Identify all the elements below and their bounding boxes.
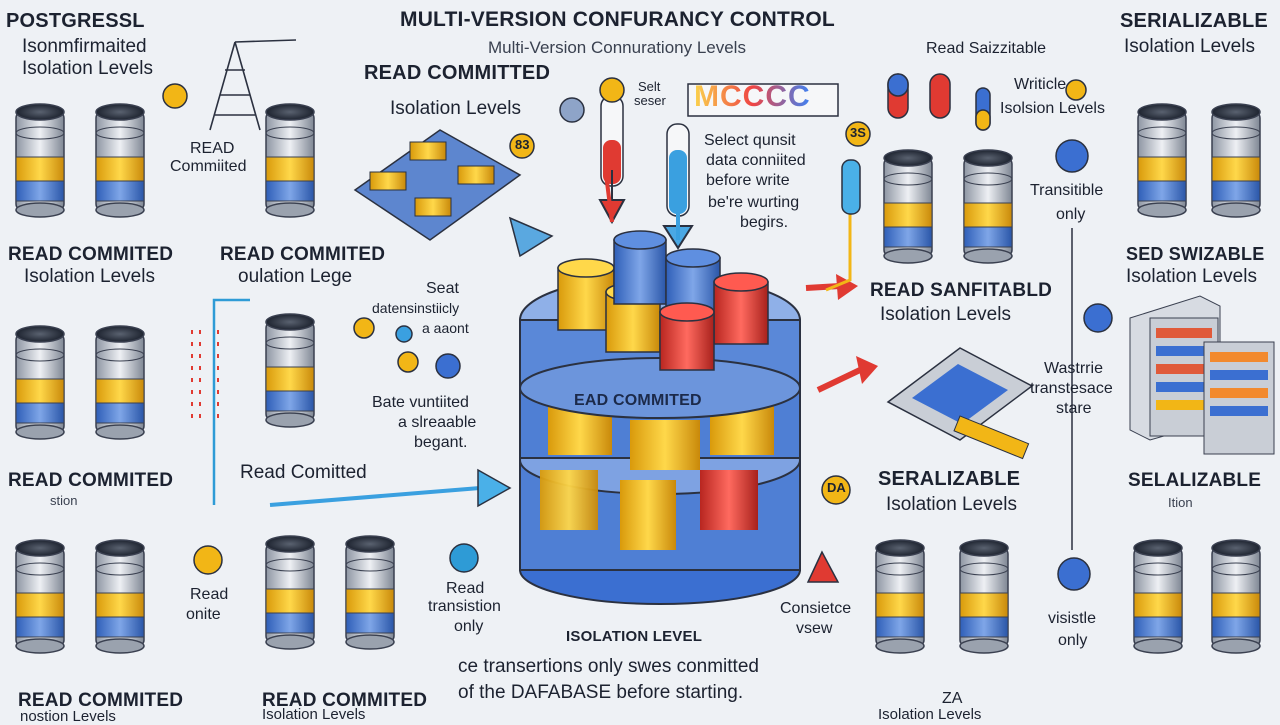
label: datensinstiicly bbox=[372, 300, 460, 316]
label: ZA bbox=[942, 690, 963, 707]
label: oulation Lege bbox=[238, 266, 353, 287]
database-icon bbox=[1133, 539, 1261, 654]
badge-text: 83 bbox=[515, 137, 530, 152]
left-header-sub: Isonmfirmaited bbox=[22, 36, 147, 57]
label: Isolation Levels bbox=[880, 304, 1011, 325]
network-tower-icon bbox=[209, 39, 297, 131]
label: READ COMMITED bbox=[262, 690, 428, 711]
label: only bbox=[1056, 206, 1086, 223]
label: a aaont bbox=[422, 320, 469, 336]
read-label: Read Saizzitable bbox=[926, 40, 1047, 57]
label: SERALIZABLE bbox=[878, 468, 1021, 490]
label: Isolation Levels bbox=[1126, 266, 1257, 287]
label: before write bbox=[706, 172, 790, 189]
label: Consietce bbox=[780, 600, 852, 617]
label: Isolation Levels bbox=[24, 266, 155, 287]
page-title: MULTI-VERSION CONFURANCY CONTROL bbox=[400, 8, 835, 31]
capsule-icons bbox=[841, 73, 991, 215]
label: Wastrrie bbox=[1044, 360, 1103, 377]
label: Bate vuntiited bbox=[372, 394, 469, 411]
label: data conniited bbox=[706, 152, 806, 169]
logo-box bbox=[687, 83, 839, 117]
transaction-panel-icon bbox=[886, 347, 1034, 460]
version-tube-icon bbox=[598, 95, 694, 250]
server-rack-icon bbox=[1129, 295, 1275, 455]
database-icon bbox=[15, 539, 145, 654]
database-icon bbox=[875, 539, 1009, 654]
label: READ SANFITABLD bbox=[870, 280, 1053, 301]
left-header-title: POSTGRESSL bbox=[6, 10, 145, 32]
label: READ COMMITED bbox=[220, 244, 386, 265]
label: Isolation Levels bbox=[886, 494, 1017, 515]
right-header-title: SERIALIZABLE bbox=[1120, 10, 1268, 32]
label: Ition bbox=[1168, 495, 1193, 510]
label: SED SWIZABLE bbox=[1126, 244, 1265, 264]
label: visistle bbox=[1048, 610, 1097, 627]
database-icon bbox=[15, 103, 145, 218]
label: Read Comitted bbox=[240, 462, 367, 483]
label: Isolation Levels bbox=[262, 706, 366, 723]
label: Isolsion Levels bbox=[1000, 100, 1105, 117]
data-board-icon bbox=[353, 129, 522, 241]
label: begant. bbox=[414, 434, 468, 451]
isolation-level-label: ISOLATION LEVEL bbox=[566, 628, 703, 645]
description-line-1: ce transertions only swes conmitted bbox=[458, 656, 759, 677]
label: transistion bbox=[428, 598, 501, 615]
database-icon bbox=[883, 149, 1013, 264]
label: Writicle bbox=[1014, 76, 1067, 93]
read-committed-top: READ COMMITTED bbox=[364, 62, 551, 84]
badge-text: 3S bbox=[850, 125, 866, 140]
stack-label: EAD COMMITED bbox=[574, 392, 702, 409]
label: SELALIZABLE bbox=[1128, 470, 1262, 491]
label: a slreaable bbox=[398, 414, 477, 431]
label: Commiited bbox=[170, 158, 247, 175]
label: vsew bbox=[796, 620, 833, 637]
label: Transitible bbox=[1030, 182, 1104, 199]
label: Seat bbox=[426, 280, 459, 297]
label: Selt bbox=[638, 79, 661, 94]
label: only bbox=[454, 618, 484, 635]
right-header-sub: Isolation Levels bbox=[1124, 36, 1255, 57]
badge-icons bbox=[162, 77, 1113, 591]
flow-arrows bbox=[191, 180, 1073, 550]
label: only bbox=[1058, 632, 1088, 649]
database-icon bbox=[265, 313, 315, 428]
label: be're wurting bbox=[708, 194, 800, 211]
database-icon bbox=[1137, 103, 1261, 218]
label: Read bbox=[190, 586, 229, 603]
label: Isolation Levels bbox=[878, 706, 982, 723]
label: seser bbox=[634, 93, 666, 108]
label: READ COMMITED bbox=[8, 470, 174, 491]
database-icon bbox=[15, 325, 145, 440]
label: READ bbox=[190, 140, 235, 157]
label: READ COMMITED bbox=[8, 244, 174, 265]
label: begirs. bbox=[740, 214, 789, 231]
badge-text: DA bbox=[827, 480, 846, 495]
label: READ COMMITED bbox=[18, 690, 184, 711]
label: Select qunsit bbox=[704, 132, 796, 149]
page-subtitle: Multi-Version Connurationy Levels bbox=[488, 38, 746, 57]
isolation-levels-top: Isolation Levels bbox=[390, 98, 521, 119]
left-header-levels: Isolation Levels bbox=[22, 58, 153, 79]
database-icon bbox=[265, 103, 315, 218]
central-database-stack bbox=[519, 230, 801, 605]
mvcc-logo: MCCCC bbox=[694, 80, 811, 113]
label: transtesace bbox=[1030, 380, 1113, 397]
label: stare bbox=[1056, 400, 1092, 417]
description-line-2: of the DAFABASE before starting. bbox=[458, 682, 744, 703]
database-icon bbox=[265, 535, 395, 650]
label: onite bbox=[186, 606, 221, 623]
label: stion bbox=[50, 493, 78, 508]
label: nostion Levels bbox=[20, 708, 116, 725]
label: Read bbox=[446, 580, 485, 597]
